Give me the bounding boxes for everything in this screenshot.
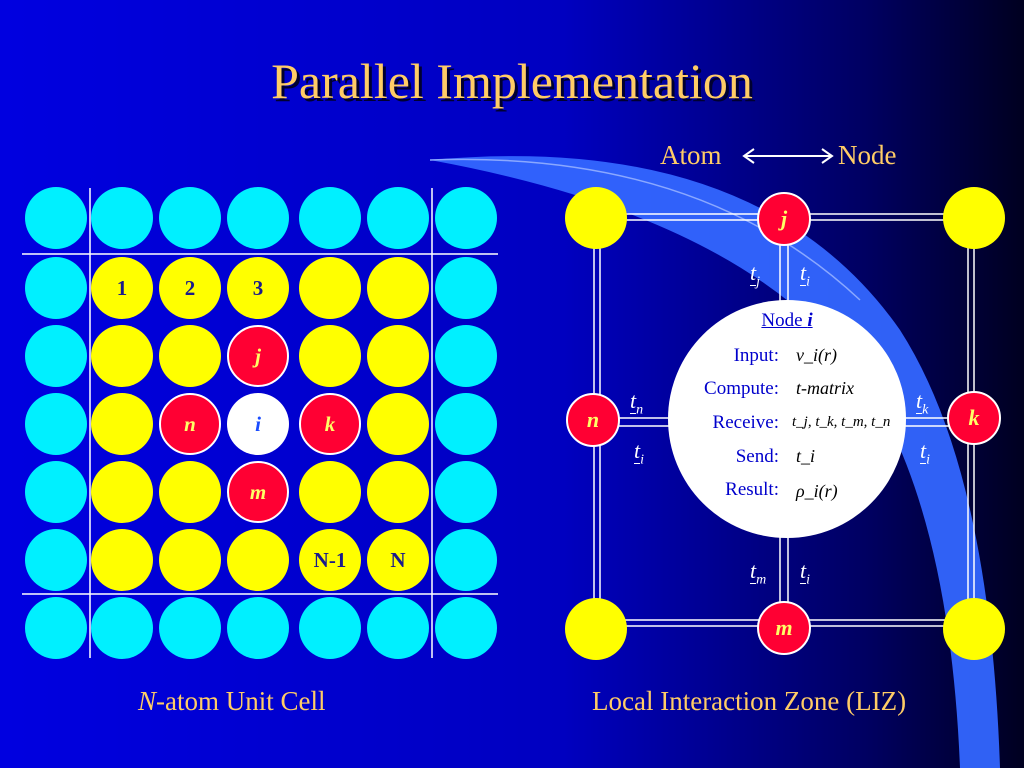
atom-circle bbox=[25, 393, 87, 455]
atom-circle bbox=[91, 325, 153, 387]
liz-node-m: m bbox=[757, 601, 811, 655]
atom-circle bbox=[227, 187, 289, 249]
node-i-title: Node i bbox=[761, 310, 813, 331]
atom-circle-labeled: N-1 bbox=[299, 529, 361, 591]
t-label-i-top: ti bbox=[800, 260, 811, 290]
atom-circle bbox=[435, 187, 497, 249]
atom-circle bbox=[25, 187, 87, 249]
atom-circle bbox=[367, 393, 429, 455]
atom-circle-labeled: N bbox=[367, 529, 429, 591]
atom-circle bbox=[159, 529, 221, 591]
atom-circle-labeled: j bbox=[227, 325, 289, 387]
liz-corner-atom bbox=[943, 187, 1005, 249]
node-row-value: t_i bbox=[796, 446, 816, 466]
atom-circle bbox=[299, 325, 361, 387]
node-i-panel: Node i Input: v_i(r) Compute: t-matrix R… bbox=[668, 300, 906, 538]
node-row-label: Send: bbox=[735, 446, 779, 467]
node-row-label: Compute: bbox=[704, 378, 779, 399]
atom-circle bbox=[25, 461, 87, 523]
node-row-label: Input: bbox=[733, 345, 779, 366]
atom-circle-labeled: 3 bbox=[227, 257, 289, 319]
atom-circle-labeled: k bbox=[299, 393, 361, 455]
atom-circle bbox=[159, 597, 221, 659]
liz-node-k: k bbox=[947, 391, 1001, 445]
atom-circle bbox=[435, 529, 497, 591]
atom-circle bbox=[91, 187, 153, 249]
atom-circle-labeled: 1 bbox=[91, 257, 153, 319]
t-label-i-right: ti bbox=[920, 438, 931, 468]
atom-circle bbox=[367, 325, 429, 387]
atom-circle bbox=[435, 393, 497, 455]
atom-circle bbox=[299, 187, 361, 249]
atom-circle bbox=[159, 325, 221, 387]
node-row-label: Result: bbox=[725, 479, 779, 500]
atom-circle bbox=[435, 325, 497, 387]
atom-circle-labeled: 2 bbox=[159, 257, 221, 319]
atom-circle bbox=[299, 597, 361, 659]
atom-circle bbox=[25, 529, 87, 591]
legend-atom-label: Atom bbox=[660, 140, 722, 170]
atom-circle bbox=[227, 529, 289, 591]
node-row-value: t-matrix bbox=[796, 378, 854, 398]
liz-corner-atom bbox=[565, 598, 627, 660]
liz-corner-atom bbox=[565, 187, 627, 249]
node-row-value: v_i(r) bbox=[796, 345, 837, 365]
t-label-j-top: tj bbox=[750, 260, 761, 290]
node-row-value: ρ_i(r) bbox=[796, 481, 838, 501]
node-row-value: t_j, t_k, t_m, t_n bbox=[792, 414, 891, 430]
atom-circle bbox=[25, 597, 87, 659]
t-label-i-left: ti bbox=[634, 438, 645, 468]
caption-unit-cell: N-atom Unit Cell bbox=[138, 686, 326, 716]
atom-circle bbox=[25, 325, 87, 387]
swoosh-shape bbox=[430, 156, 1000, 768]
t-label-n-left: tn bbox=[630, 388, 644, 418]
atom-circle bbox=[91, 461, 153, 523]
atom-circle bbox=[435, 597, 497, 659]
atom-circle bbox=[159, 461, 221, 523]
atom-circle bbox=[91, 393, 153, 455]
atom-circle-labeled: n bbox=[159, 393, 221, 455]
liz-corner-atom bbox=[943, 598, 1005, 660]
atom-circle bbox=[435, 257, 497, 319]
double-arrow-icon bbox=[742, 148, 834, 164]
atom-circle-labeled: i bbox=[227, 393, 289, 455]
atom-circle bbox=[367, 257, 429, 319]
t-label-k-right: tk bbox=[916, 388, 929, 418]
atom-circle bbox=[91, 529, 153, 591]
atom-circle bbox=[299, 461, 361, 523]
legend-node-label: Node bbox=[838, 140, 897, 170]
atom-circle bbox=[159, 187, 221, 249]
t-label-m-bottom: tm bbox=[750, 558, 767, 588]
atom-circle bbox=[25, 257, 87, 319]
caption-liz: Local Interaction Zone (LIZ) bbox=[592, 686, 907, 716]
atom-circle bbox=[367, 597, 429, 659]
atom-circle bbox=[91, 597, 153, 659]
atom-circle bbox=[367, 461, 429, 523]
t-label-i-bottom: ti bbox=[800, 558, 811, 588]
unit-cell-grid-lines bbox=[22, 188, 498, 658]
atom-circle bbox=[299, 257, 361, 319]
slide-title: Parallel Implementation bbox=[271, 53, 753, 109]
node-row-label: Receive: bbox=[712, 412, 779, 433]
atom-circle-labeled: m bbox=[227, 461, 289, 523]
liz-node-n: n bbox=[566, 393, 620, 447]
atom-circle bbox=[435, 461, 497, 523]
liz-node-j: j bbox=[757, 192, 811, 246]
atom-circle bbox=[367, 187, 429, 249]
atom-circle bbox=[227, 597, 289, 659]
